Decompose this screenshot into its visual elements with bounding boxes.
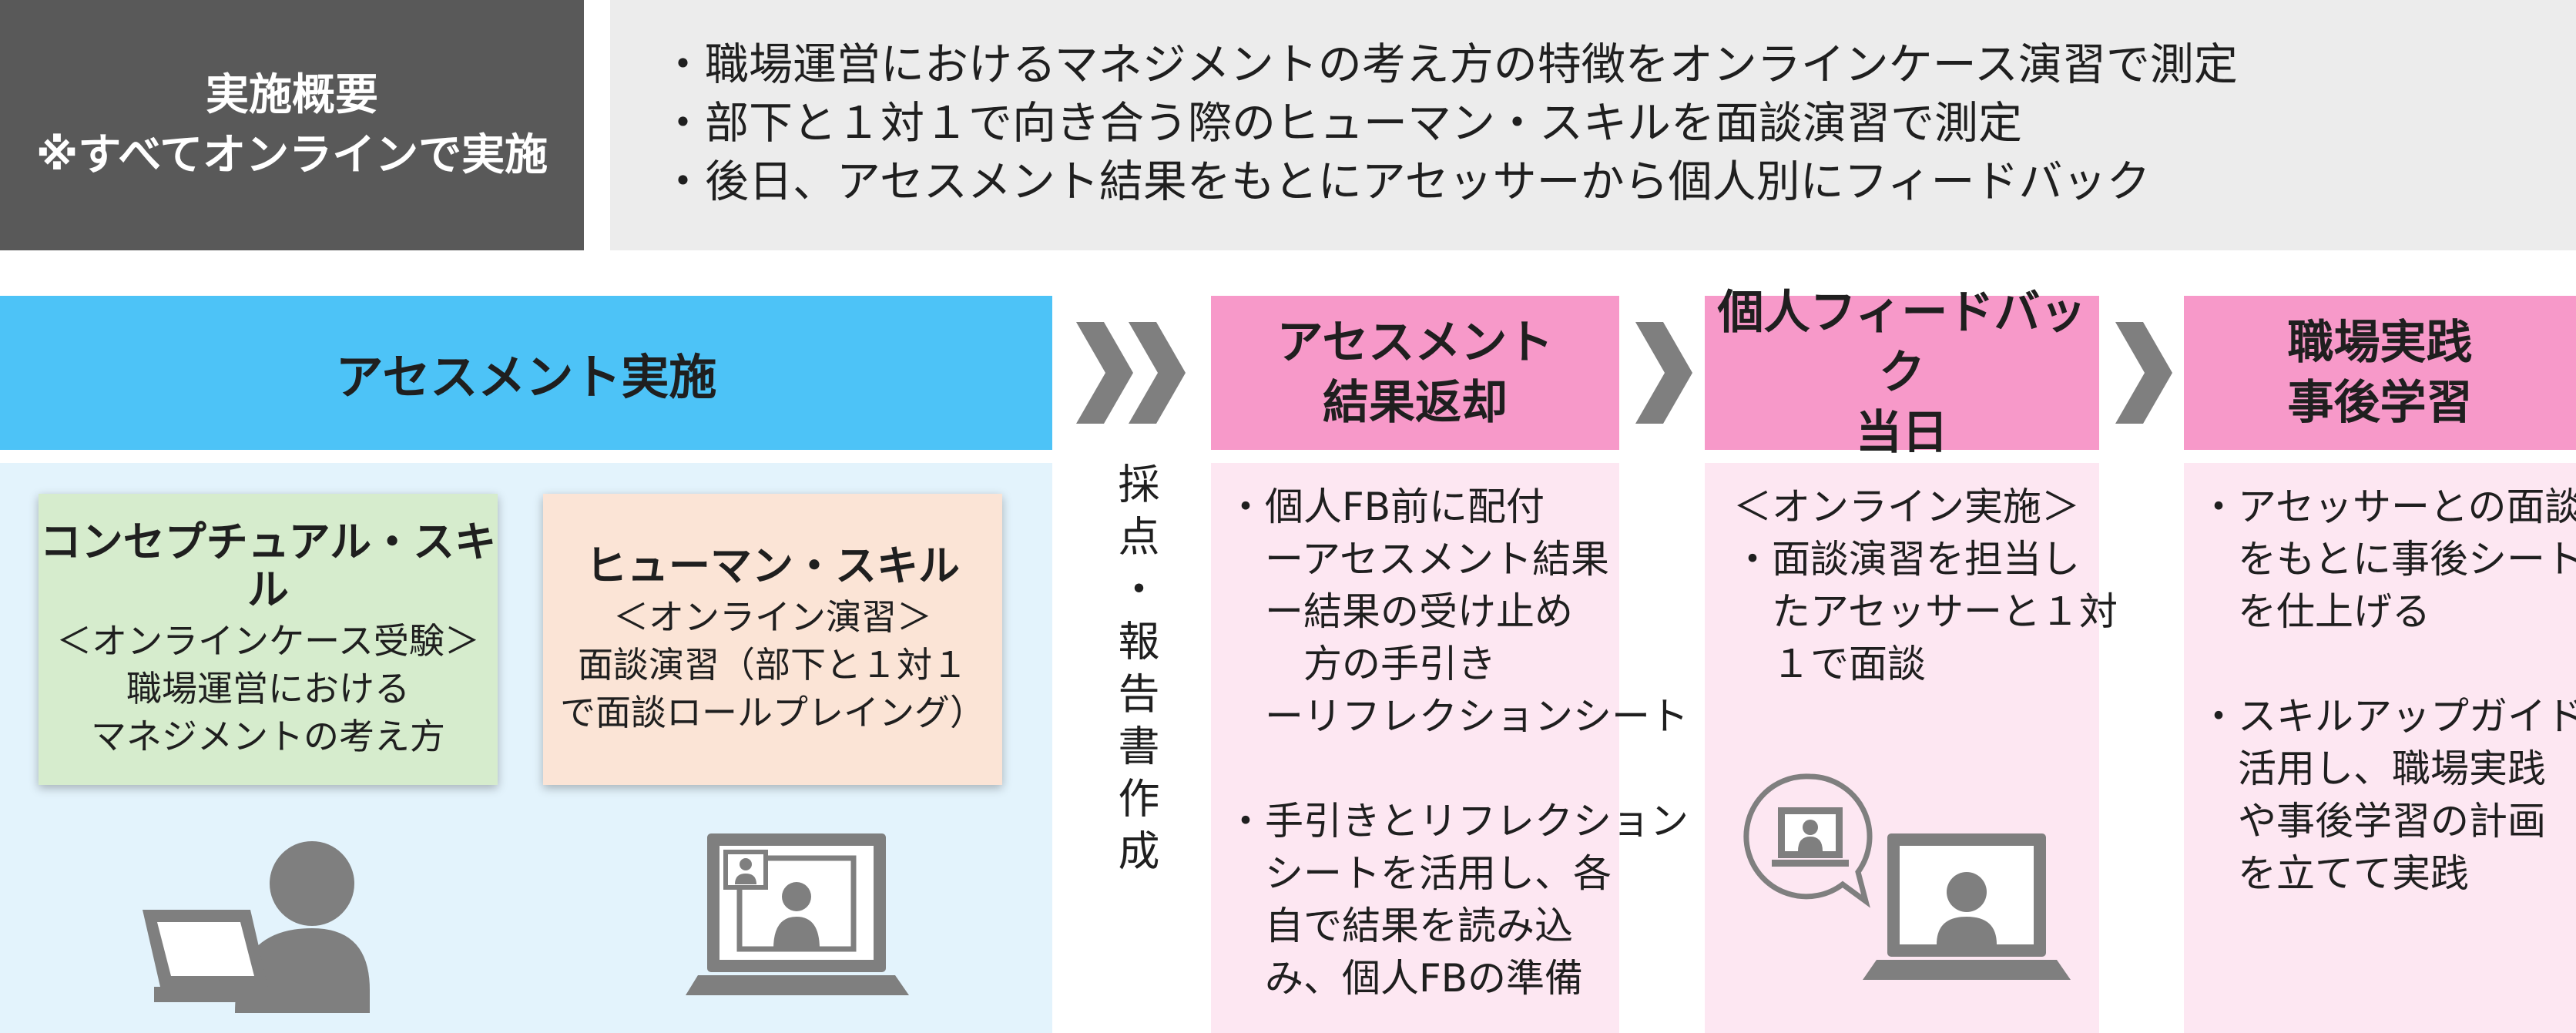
conceptual-skill-title: コンセプチュアル・スキル (39, 518, 497, 614)
video-call-laptop-icon (686, 833, 909, 995)
feedback-line: ・面談演習を担当し (1733, 537, 2080, 582)
feedback-line: たアセッサーと１対 (1733, 589, 2118, 634)
practice-header-line: 職場実践 (2287, 316, 2473, 370)
summary-label: 実施概要 ※すべてオンラインで実施 (0, 0, 584, 250)
human-skill-title: ヒューマン・スキル (585, 542, 960, 590)
scoring-label: 採点・報告書作成 (1111, 462, 1159, 881)
return-text: ・個人FB前に配付 ーアセスメント結果 ー結果の受け止め 方の手引き ーリフレク… (1226, 481, 1689, 1004)
return-line: 方の手引き (1226, 642, 1496, 686)
return-header: アセスメント 結果返却 (1211, 296, 1619, 450)
chat-bubble-video-icon (1743, 773, 1873, 908)
card-line: 面談演習（部下と１対１ (578, 644, 968, 686)
card-line: ＜オンラインケース受験＞ (56, 620, 480, 662)
practice-header-line: 事後学習 (2287, 376, 2473, 430)
return-line: み、個人FBの準備 (1226, 956, 1584, 1001)
summary-bullet: ・職場運営におけるマネジメントの考え方の特徴をオンラインケース演習で測定 (661, 39, 2238, 90)
practice-line: 活用し、職場実践 (2199, 746, 2546, 791)
card-line: 職場運営における (126, 668, 410, 709)
double-chevron-arrow-icon (1076, 322, 1186, 424)
practice-line: や事後学習の計画 (2199, 799, 2546, 844)
card-line: で面談ロールプレイング） (560, 692, 985, 733)
return-panel (1211, 463, 1619, 1033)
spacer (2199, 638, 2576, 690)
practice-panel (2184, 463, 2576, 1033)
chevron-arrow-icon (2115, 322, 2172, 424)
practice-line: ・アセッサーとの面談 (2199, 485, 2576, 529)
practice-line: ・スキルアップガイドも (2199, 694, 2576, 739)
summary-title: 実施概要 (206, 69, 378, 120)
return-line: ーアセスメント結果 (1226, 537, 1609, 582)
practice-line: をもとに事後シート (2199, 537, 2576, 582)
feedback-header-line: 当日 (1856, 406, 1948, 460)
summary-bullet: ・部下と１対１で向き合う際のヒューマン・スキルを面談演習で測定 (661, 98, 2022, 149)
card-line: ＜オンライン演習＞ (613, 596, 932, 638)
feedback-line: ＜オンライン実施＞ (1733, 485, 2080, 529)
return-line: ーリフレクションシート (1226, 694, 1689, 739)
card-line: マネジメントの考え方 (91, 716, 445, 757)
practice-line: を仕上げる (2199, 589, 2430, 634)
return-line: シートを活用し、各 (1226, 851, 1612, 896)
feedback-header-line: 個人フィードバック (1717, 286, 2087, 400)
conceptual-skill-card: コンセプチュアル・スキル ＜オンラインケース受験＞ 職場運営における マネジメン… (39, 494, 498, 785)
return-line: 自で結果を読み込 (1226, 904, 1573, 948)
summary-note: ※すべてオンラインで実施 (35, 129, 548, 180)
spacer (1226, 743, 1689, 795)
human-skill-card: ヒューマン・スキル ＜オンライン演習＞ 面談演習（部下と１対１ で面談ロールプレ… (543, 494, 1002, 785)
return-line: ー結果の受け止め (1226, 589, 1573, 634)
return-header-line: 結果返却 (1323, 376, 1508, 430)
feedback-text: ＜オンライン実施＞ ・面談演習を担当し たアセッサーと１対 １で面談 (1733, 481, 2118, 690)
laptop-person-icon (1863, 833, 2071, 980)
practice-header: 職場実践 事後学習 (2184, 296, 2576, 450)
laptop-person-icon (143, 841, 370, 1013)
feedback-header: 個人フィードバック 当日 (1705, 286, 2099, 460)
summary-bullet: ・後日、アセスメント結果をもとにアセッサーから個人別にフィードバック (661, 156, 2151, 207)
summary-body: ・職場運営におけるマネジメントの考え方の特徴をオンラインケース演習で測定 ・部下… (610, 0, 2576, 250)
chevron-arrow-icon (1635, 322, 1692, 424)
return-header-line: アセスメント (1276, 316, 1554, 370)
return-line: ・手引きとリフレクション (1226, 799, 1689, 844)
feedback-line: １で面談 (1733, 642, 1926, 686)
practice-line: を立てて実践 (2199, 851, 2469, 896)
return-line: ・個人FB前に配付 (1226, 485, 1545, 529)
assessment-header: アセスメント実施 (0, 296, 1052, 450)
practice-text: ・アセッサーとの面談 をもとに事後シート を仕上げる ・スキルアップガイドも 活… (2199, 481, 2576, 900)
assessment-header-text: アセスメント実施 (335, 349, 717, 405)
